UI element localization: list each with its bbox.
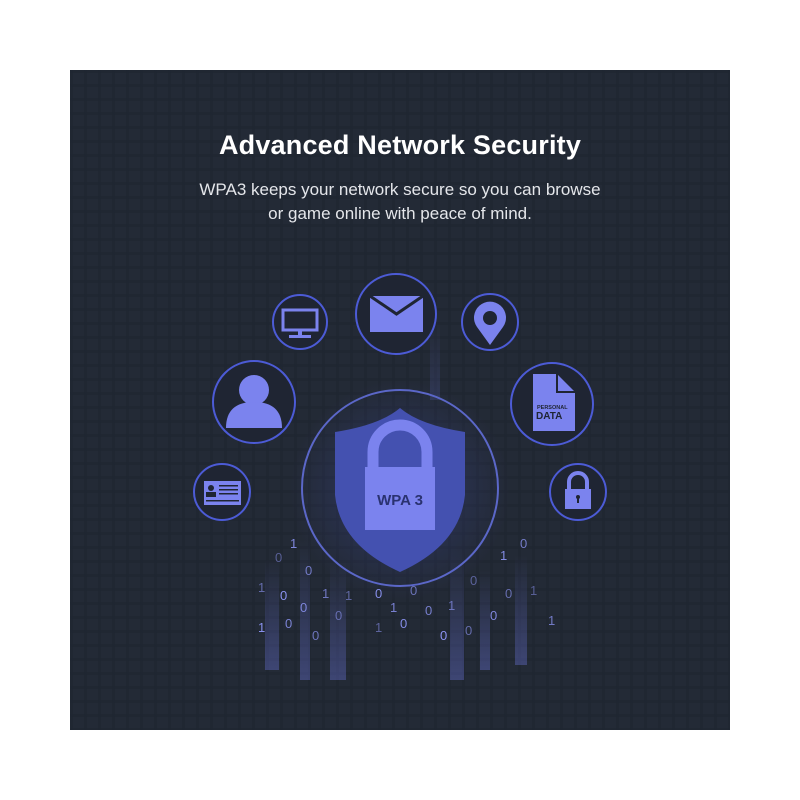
binary-digit: 0: [465, 623, 472, 638]
binary-digit: 0: [285, 616, 292, 631]
binary-digit: 0: [300, 600, 307, 615]
binary-digit: 1: [500, 548, 507, 563]
binary-digit: 0: [280, 588, 287, 603]
binary-digit: 0: [335, 608, 342, 623]
binary-digit: 0: [375, 586, 382, 601]
lock-icon: [549, 463, 607, 521]
user-icon: [212, 360, 296, 444]
binary-digit: 1: [548, 613, 555, 628]
wpa3-label: WPA 3: [377, 492, 423, 509]
page-title: Advanced Network Security: [218, 130, 582, 160]
binary-digit: 1: [448, 598, 455, 613]
binary-digit: 1: [375, 620, 382, 635]
binary-digit: 1: [530, 583, 537, 598]
personal-data-icon: PERSONAL DATA: [510, 362, 594, 446]
binary-digit: 1: [258, 620, 265, 635]
personal-label: PERSONAL: [537, 405, 568, 411]
binary-digit: 1: [345, 588, 352, 603]
binary-digit: 0: [440, 628, 447, 643]
data-label: DATA: [536, 411, 562, 422]
binary-digit: 0: [490, 608, 497, 623]
binary-digit: 0: [470, 573, 477, 588]
id-card-icon: [193, 463, 251, 521]
binary-digit: 0: [505, 586, 512, 601]
binary-digit: 0: [305, 563, 312, 578]
subtitle-line-2: or game online with peace of mind.: [268, 204, 532, 223]
binary-digit: 1: [322, 586, 329, 601]
binary-digit: 1: [258, 580, 265, 595]
binary-digit: 1: [390, 600, 397, 615]
binary-digit: 0: [520, 536, 527, 551]
binary-digit: 0: [275, 550, 282, 565]
monitor-icon: [272, 294, 328, 350]
binary-digit: 1: [290, 536, 297, 551]
location-pin-icon: [461, 293, 519, 351]
binary-digit: 0: [312, 628, 319, 643]
subtitle-line-1: WPA3 keeps your network secure so you ca…: [199, 180, 601, 199]
mail-icon: [355, 273, 437, 355]
binary-digit: 0: [410, 583, 417, 598]
binary-digit: 0: [400, 616, 407, 631]
binary-digit: 0: [425, 603, 432, 618]
shield-lock-icon: WPA 3: [301, 389, 499, 587]
